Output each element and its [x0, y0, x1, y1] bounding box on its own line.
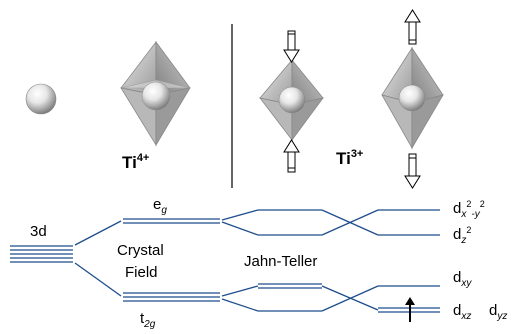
energy-levels [10, 209, 440, 313]
free-ion-sphere [25, 83, 57, 115]
ti3-label: Ti3+ [336, 148, 363, 168]
electron-spin-up-arrow [405, 297, 415, 322]
3d-label: 3d [30, 223, 47, 240]
regular-octahedron [120, 40, 191, 147]
middle-octahedron [259, 58, 324, 142]
dyz-label: dyz [489, 302, 507, 322]
elongated-octahedron [381, 46, 444, 150]
eg-label: eg [153, 196, 167, 216]
elongate-arrow-down [404, 153, 421, 189]
crystal-label: Crystal [117, 242, 164, 259]
t2g-label: t2g [140, 310, 156, 330]
compress-arrow-up [283, 139, 300, 173]
dx2-y2-label: dx2-y2 [453, 199, 485, 220]
dxz-label: dxz [453, 302, 471, 322]
dz2-label: dz2 [453, 225, 471, 246]
elongate-arrow-up [404, 9, 421, 45]
ti4-label: Ti4+ [122, 152, 149, 172]
jahn-teller-label: Jahn-Teller [244, 253, 317, 270]
dxy-label: dxy [453, 269, 472, 289]
field-label: Field [125, 264, 158, 281]
compress-arrow-down [283, 30, 300, 63]
